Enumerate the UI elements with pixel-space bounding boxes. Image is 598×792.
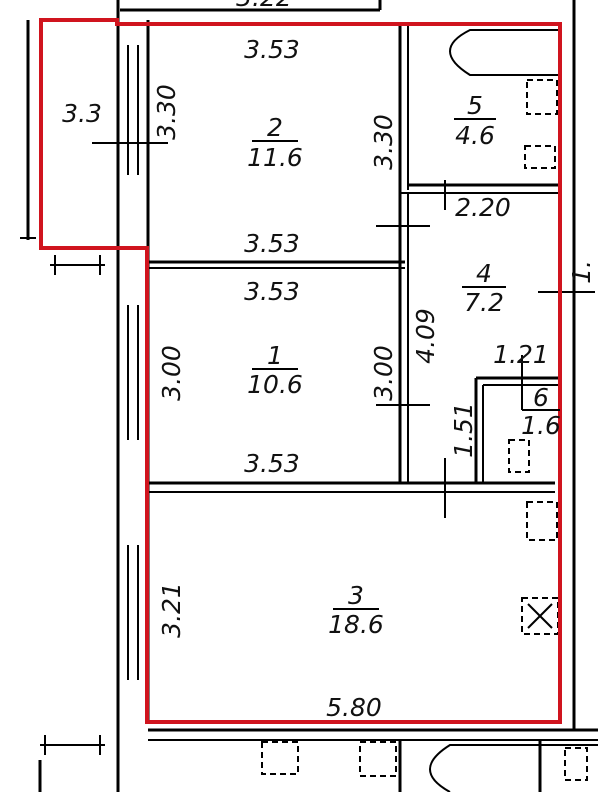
dim-room2-top: 3.53 bbox=[244, 35, 300, 64]
room-6-label: 6 1.6 bbox=[521, 383, 561, 440]
sink-icon bbox=[526, 79, 558, 115]
room-3-label: 3 18.6 bbox=[328, 581, 384, 639]
dim-room2-bottom: 3.53 bbox=[244, 229, 300, 258]
dimension-ticks bbox=[92, 142, 595, 518]
room-area: 11.6 bbox=[247, 143, 303, 172]
dim-room3-bottom: 5.80 bbox=[326, 693, 382, 722]
room-5-label: 5 4.6 bbox=[454, 91, 496, 150]
dim-room1-top: 3.53 bbox=[244, 277, 300, 306]
room-number: 5 bbox=[467, 91, 483, 120]
fixtures bbox=[261, 29, 598, 792]
room-area: 4.6 bbox=[455, 121, 495, 150]
walls bbox=[20, 0, 598, 792]
dim-room4-length: 4.09 bbox=[411, 308, 440, 364]
dim-room6-width: 1.21 bbox=[493, 340, 549, 369]
toilet-icon bbox=[564, 747, 588, 781]
dim-balcony-length: 3.3 bbox=[62, 99, 102, 128]
room-number: 3 bbox=[348, 581, 364, 610]
dim-balcony-side: 3.30 bbox=[152, 84, 181, 140]
room-4-label: 4 7.2 bbox=[462, 259, 506, 317]
room-area: 1.6 bbox=[521, 411, 561, 440]
dim-room4-right-cut: 1. bbox=[567, 260, 596, 284]
room-1-label: 1 10.6 bbox=[247, 341, 303, 399]
dim-room1-left: 3.00 bbox=[157, 345, 186, 401]
bathtub-icon bbox=[449, 29, 558, 76]
stove-burner-icon bbox=[527, 603, 553, 629]
sink-icon bbox=[261, 741, 299, 775]
toilet-icon bbox=[524, 145, 556, 169]
room-number: 1 bbox=[267, 341, 283, 370]
sink-icon bbox=[526, 501, 558, 541]
room-area: 18.6 bbox=[328, 610, 384, 639]
room-number: 4 bbox=[476, 259, 492, 288]
bathtub-icon bbox=[429, 744, 598, 792]
dim-room1-right: 3.00 bbox=[369, 345, 398, 401]
dim-top-cut: 3.22 bbox=[236, 0, 292, 12]
room-number: 6 bbox=[533, 383, 549, 412]
room-area: 7.2 bbox=[464, 288, 504, 317]
room-number: 2 bbox=[267, 113, 283, 142]
room-area: 10.6 bbox=[247, 370, 303, 399]
stove-icon bbox=[359, 741, 397, 777]
dim-room1-bottom: 3.53 bbox=[244, 449, 300, 478]
dim-room5-width: 2.20 bbox=[455, 193, 511, 222]
dim-room2-right: 3.30 bbox=[369, 114, 398, 170]
dimension-labels: 3.22 3.3 3.30 3.53 3.30 3.53 3.53 3.00 3… bbox=[62, 0, 596, 722]
toilet-icon bbox=[508, 439, 530, 473]
apartment-outline bbox=[39, 18, 562, 724]
dim-room3-left: 3.21 bbox=[157, 582, 186, 638]
room-2-label: 2 11.6 bbox=[247, 113, 303, 172]
dim-room6-length: 1.51 bbox=[449, 402, 478, 458]
room-labels: 2 11.6 1 10.6 3 18.6 4 7.2 5 4.6 6 1.6 bbox=[247, 91, 561, 639]
